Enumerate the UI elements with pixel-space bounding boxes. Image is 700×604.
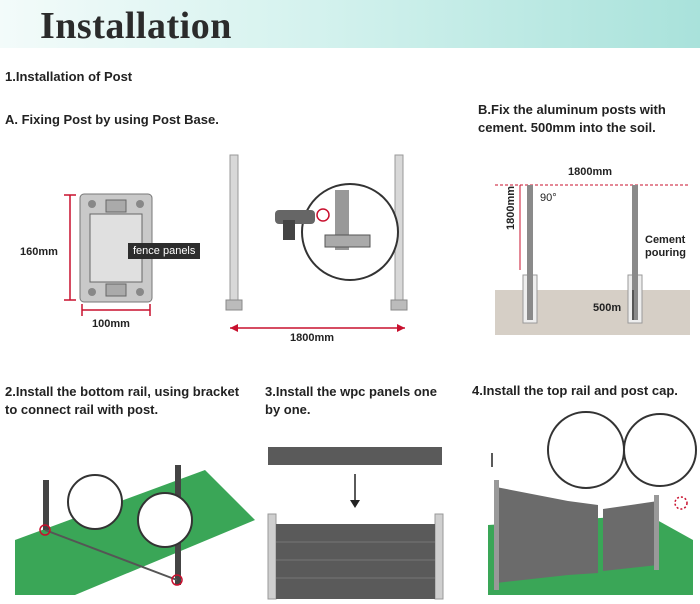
top-rail-diagram (488, 411, 697, 595)
step2-heading: 2.Install the bottom rail, using bracket… (5, 384, 240, 417)
fence-panels-tag: fence panels (128, 243, 201, 259)
dim-height-label: 160mm (20, 246, 58, 258)
span-label: 1800mm (290, 332, 335, 344)
cement-diagram (495, 184, 690, 335)
post-span-diagram (225, 154, 408, 332)
post-base-diagram (64, 193, 153, 316)
b-height-label: 1800mm (505, 185, 517, 230)
b-span-label: 1800mm (568, 166, 613, 178)
cement-label: Cement pouring (645, 234, 686, 259)
title-banner (0, 0, 700, 48)
step3-heading: 3.Install the wpc panels one by one. (265, 384, 437, 417)
step1b-label: B.Fix the aluminum posts with cement. 50… (478, 102, 666, 135)
drill-detail (275, 183, 399, 281)
bottom-rail-diagram (15, 465, 255, 595)
step1-heading: 1.Installation of Post (5, 69, 133, 84)
b-angle-label: 90° (540, 192, 557, 204)
step1a-label: A. Fixing Post by using Post Base. (5, 112, 219, 127)
dim-width-label: 100mm (92, 318, 130, 330)
b-depth-label: 500m (593, 302, 622, 314)
step4-heading: 4.Install the top rail and post cap. (472, 383, 678, 398)
page-title: Installation (40, 5, 232, 47)
wpc-panels-diagram (267, 447, 444, 600)
